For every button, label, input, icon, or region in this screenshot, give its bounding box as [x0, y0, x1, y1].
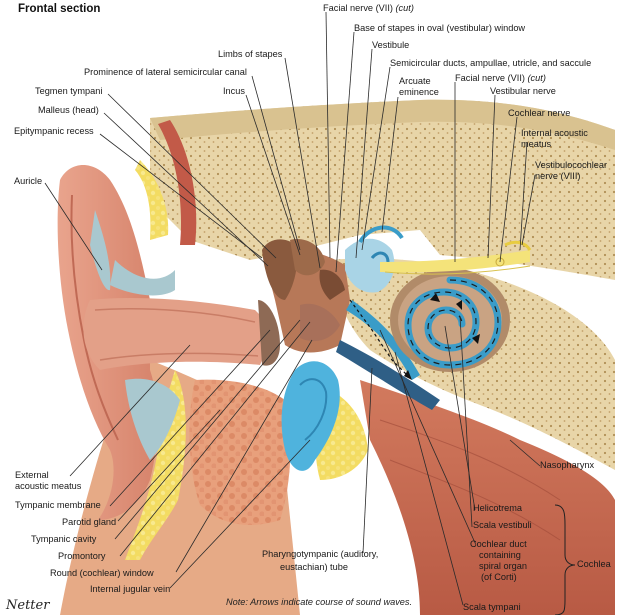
label-scala-tympani: Scala tympani — [463, 602, 521, 612]
label-scala-vestibuli: Scala vestibuli — [473, 520, 532, 530]
label-cochlear-duct-3: spiral organ — [479, 561, 528, 571]
sound-waves-note: Note: Arrows indicate course of sound wa… — [226, 597, 413, 607]
incus-shape — [290, 239, 325, 276]
label-external-meatus-2: acoustic meatus — [15, 481, 82, 491]
label-vestibulocochlear-1: Vestibulocochlear — [535, 160, 608, 170]
artist-signature: Netter — [6, 598, 50, 613]
label-eminence: eminence — [399, 87, 439, 97]
label-tympanic-membrane: Tympanic membrane — [15, 500, 101, 510]
label-internal-acoustic-1: Internal acoustic — [521, 128, 588, 138]
label-vestibule: Vestibule — [372, 40, 410, 50]
label-cochlear-nerve: Cochlear nerve — [508, 108, 571, 118]
stapes-shape — [319, 269, 345, 300]
label-incus: Incus — [223, 86, 245, 96]
label-cochlea: Cochlea — [577, 559, 611, 569]
leader-lines — [44, 11, 541, 606]
cut-italic: (cut) — [527, 73, 546, 83]
label-facial-nerve-right: Facial nerve (VII) (cut) — [455, 73, 546, 83]
label-prominence-lateral: Prominence of lateral semicircular canal — [84, 67, 247, 77]
label-vestibulocochlear-2: nerve (VIII) — [535, 171, 581, 181]
cochlea-brace — [554, 504, 576, 615]
label-cochlear-duct-1: Cochlear duct — [470, 539, 527, 549]
label-cochlear-duct-2: containing — [479, 550, 521, 560]
external-acoustic-meatus-canal — [83, 298, 275, 370]
malleus-shape — [262, 239, 297, 300]
label-facial-nerve-top: Facial nerve (VII) (cut) — [323, 3, 414, 13]
cartilage — [90, 210, 180, 460]
label-pharyngotympanic-1: Pharyngotympanic (auditory, — [262, 549, 379, 559]
label-tympanic-cavity: Tympanic cavity — [31, 534, 97, 544]
figure-title: Frontal section — [18, 3, 101, 15]
label-limbs-stapes: Limbs of stapes — [218, 49, 283, 59]
internal-jugular-vein-shape — [281, 361, 340, 471]
label-epitympanic: Epitympanic recess — [14, 126, 94, 136]
label-parotid: Parotid gland — [62, 517, 117, 527]
label-cochlear-duct-4: (of Corti) — [481, 572, 517, 582]
label-pharyngotympanic-2: eustachian) tube — [280, 562, 348, 572]
label-semicircular-ducts: Semicircular ducts, ampullae, utricle, a… — [390, 58, 592, 68]
label-nasopharynx: Nasopharynx — [540, 460, 595, 470]
label-auricle: Auricle — [14, 176, 43, 186]
label-external-meatus-1: External — [15, 470, 49, 480]
vestibule-shape — [345, 225, 404, 293]
nasopharynx-muscle — [360, 380, 615, 615]
temporal-bone-upper — [150, 99, 615, 280]
middle-ear — [258, 239, 350, 366]
sound-wave-arrows — [349, 293, 480, 381]
label-round-window: Round (cochlear) window — [50, 568, 154, 578]
label-jugular: Internal jugular vein — [90, 584, 171, 594]
label-arcuate: Arcuate — [399, 76, 431, 86]
label-internal-acoustic-2: meatus — [521, 139, 552, 149]
label-tegmen: Tegmen tympani — [35, 86, 103, 96]
label-helicotrema: Helicotrema — [473, 503, 523, 513]
cut-italic: (cut) — [395, 3, 414, 13]
label-vestibular-nerve: Vestibular nerve — [490, 86, 556, 96]
label-promontory: Promontory — [58, 551, 106, 561]
label-malleus: Malleus (head) — [38, 105, 99, 115]
label-base-stapes: Base of stapes in oval (vestibular) wind… — [354, 23, 526, 33]
